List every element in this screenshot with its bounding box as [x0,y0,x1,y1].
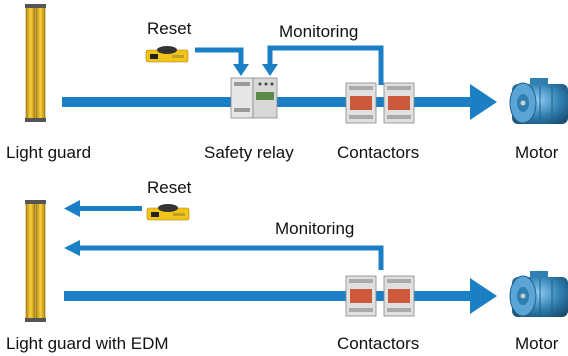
bottom-motor [509,271,568,317]
top-safety-relay-label: Safety relay [204,143,294,162]
bottom-light-guard [25,200,46,322]
top-reset-button [145,46,189,63]
bottom-motor-label: Motor [515,334,559,353]
top-safety-relay [230,77,278,119]
bottom-reset-arrow [64,200,142,217]
bottom-reset-button [146,204,190,221]
bottom-main-arrow [64,278,497,314]
bottom-monitoring-arrow [64,240,384,270]
bottom-contactors [345,275,415,317]
top-reset-label: Reset [147,19,192,38]
top-motor [509,78,568,124]
top-main-arrow [62,84,497,120]
top-light-guard-label: Light guard [6,143,92,162]
top-contactors-label: Contactors [337,143,420,162]
bottom-monitoring-label: Monitoring [275,219,355,238]
bottom-light-guard-label: Light guard with EDM [6,334,169,353]
top-monitoring-label: Monitoring [279,22,359,41]
bottom-contactors-label: Contactors [337,334,420,353]
top-contactors [345,82,415,124]
bottom-reset-label: Reset [147,178,192,197]
top-circuit [25,4,568,124]
top-light-guard [25,4,46,122]
top-reset-arrow [195,47,249,76]
top-monitoring-arrow [262,45,384,85]
top-motor-label: Motor [515,143,559,162]
bottom-circuit [25,200,568,322]
